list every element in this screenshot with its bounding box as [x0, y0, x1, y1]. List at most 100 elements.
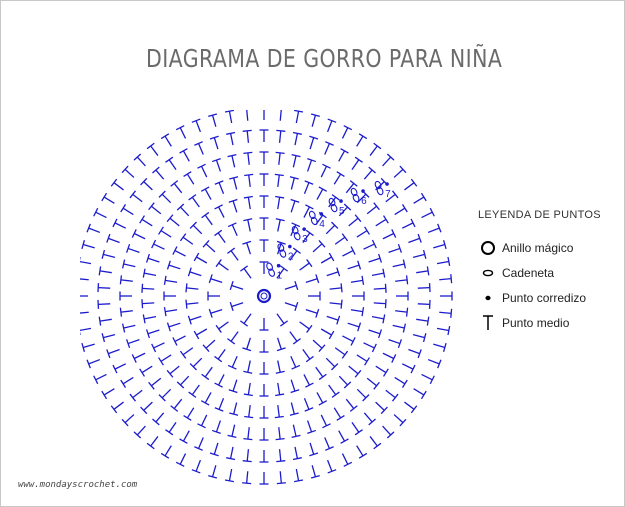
half-double-stitch	[382, 229, 397, 240]
half-double-stitch	[305, 308, 320, 318]
half-double-stitch	[259, 406, 269, 419]
half-double-stitch	[440, 291, 453, 301]
half-double-stitch	[326, 267, 341, 277]
round-start-marker: 4	[308, 210, 325, 230]
half-double-stitch	[369, 142, 382, 156]
round-start-marker: 1	[266, 262, 283, 282]
half-double-stitch	[368, 253, 383, 263]
half-double-stitch	[202, 339, 216, 352]
half-double-stitch	[197, 163, 208, 178]
half-double-stitch	[208, 308, 223, 318]
half-double-stitch	[371, 268, 386, 278]
half-double-stitch	[158, 226, 172, 238]
half-double-stitch	[276, 240, 286, 255]
half-double-stitch	[363, 166, 376, 180]
half-double-stitch	[97, 299, 111, 309]
half-double-stitch	[338, 430, 349, 444]
half-double-stitch	[284, 302, 299, 311]
half-double-stitch	[306, 157, 317, 172]
legend-item-half-double: Punto medio	[478, 310, 618, 335]
half-double-stitch	[101, 192, 115, 204]
half-double-stitch	[201, 366, 213, 381]
half-double-stitch	[166, 322, 181, 332]
half-double-stitch	[334, 233, 349, 245]
half-double-stitch	[172, 246, 186, 257]
half-double-stitch	[393, 165, 407, 178]
half-double-stitch	[106, 348, 120, 359]
half-double-stitch	[404, 178, 418, 191]
half-double-stitch	[385, 389, 399, 402]
round-number-label: 2	[288, 252, 294, 263]
half-double-stitch	[421, 373, 435, 385]
half-double-stitch	[368, 329, 383, 339]
half-double-stitch	[246, 110, 249, 121]
half-double-stitch	[312, 339, 326, 352]
half-double-stitch	[214, 349, 226, 363]
half-double-stitch	[276, 337, 286, 352]
half-double-stitch	[187, 267, 202, 277]
chain-stitch-icon	[478, 268, 498, 278]
half-double-stitch	[142, 268, 157, 278]
half-double-stitch	[200, 392, 212, 406]
half-double-stitch	[226, 131, 236, 146]
half-double-stitch	[93, 373, 107, 385]
half-double-stitch	[188, 194, 200, 208]
half-double-stitch	[263, 110, 265, 120]
half-double-stitch	[227, 331, 239, 345]
half-double-stitch	[289, 176, 299, 190]
half-double-stitch	[194, 141, 204, 155]
half-double-stitch	[294, 110, 304, 124]
half-double-stitch	[342, 246, 356, 257]
half-double-stitch	[320, 414, 331, 429]
half-double-stitch	[369, 436, 382, 450]
half-double-stitch	[302, 229, 314, 243]
half-double-stitch	[259, 472, 269, 485]
half-double-stitch	[393, 414, 407, 427]
half-double-stitch	[373, 299, 387, 309]
round-number-label: 4	[319, 219, 325, 230]
half-double-stitch	[412, 249, 427, 259]
half-double-stitch	[433, 342, 447, 352]
half-double-stitch	[160, 445, 172, 459]
half-double-stitch	[408, 348, 422, 359]
half-double-stitch	[334, 347, 349, 359]
half-double-stitch	[373, 283, 387, 293]
half-double-stitch	[243, 427, 253, 441]
half-double-stitch	[382, 352, 397, 363]
half-double-stitch	[228, 198, 238, 213]
half-double-stitch	[259, 129, 269, 142]
half-double-stitch	[275, 195, 285, 210]
half-double-stitch	[305, 274, 320, 284]
half-double-stitch	[259, 195, 269, 208]
half-double-stitch	[193, 328, 208, 340]
half-double-stitch	[140, 177, 153, 191]
half-double-stitch	[227, 356, 238, 370]
half-double-stitch	[309, 135, 319, 150]
half-double-stitch	[170, 398, 183, 412]
half-double-stitch	[121, 323, 136, 333]
half-double-stitch	[310, 465, 320, 479]
half-double-stitch	[214, 374, 225, 388]
half-double-stitch	[259, 239, 269, 252]
half-double-stitch	[81, 240, 95, 250]
half-double-stitch	[396, 291, 409, 301]
half-double-stitch	[101, 333, 116, 343]
round-start-marker: 2	[277, 243, 294, 263]
round-number-label: 3	[302, 234, 308, 245]
half-double-stitch	[112, 363, 127, 374]
half-double-stitch	[145, 329, 160, 339]
half-double-stitch	[189, 357, 203, 371]
half-double-stitch	[243, 195, 253, 210]
half-double-stitch	[259, 318, 269, 331]
half-double-stitch	[146, 436, 159, 450]
half-double-stitch	[133, 425, 146, 439]
half-double-stitch	[427, 223, 442, 234]
half-double-stitch	[191, 118, 202, 133]
half-double-stitch	[133, 153, 146, 167]
half-double-stitch	[214, 229, 226, 243]
half-double-stitch	[259, 173, 269, 186]
half-double-stitch	[214, 398, 225, 412]
half-double-stitch	[302, 349, 314, 363]
half-double-stitch	[320, 252, 335, 264]
half-double-stitch	[207, 291, 220, 301]
